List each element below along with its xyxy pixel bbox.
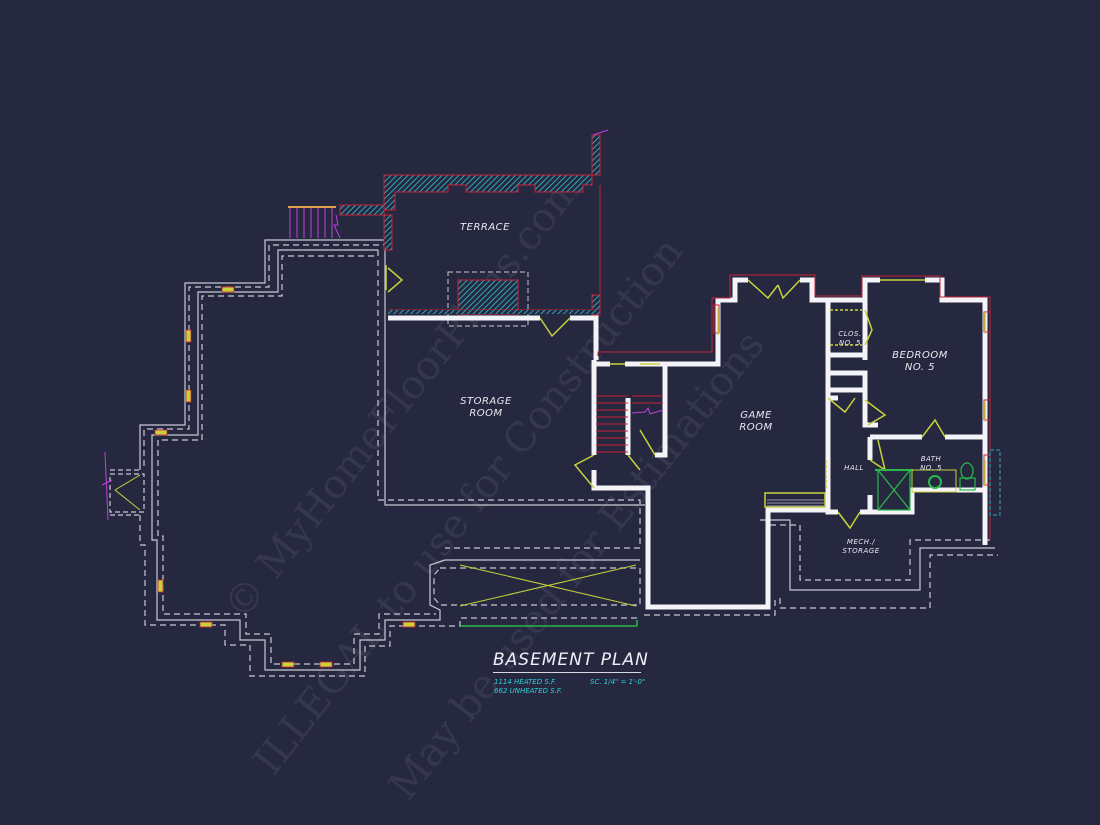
room-label-bedroom: BEDROOM NO. 5: [892, 350, 948, 373]
room-label-mech-storage: MECH./ STORAGE: [842, 538, 880, 555]
plan-title: BASEMENT PLAN: [493, 650, 649, 670]
foundation-outline: [109, 239, 998, 677]
game-room-exterior: [597, 274, 991, 540]
interior-walls: [388, 277, 988, 610]
terrace-walls: [339, 134, 601, 327]
room-label-terrace: TERRACE: [460, 222, 510, 233]
unexcavated-x: [114, 474, 637, 607]
heated-area: 1114 HEATED S.F.: [494, 678, 557, 686]
room-label-hall: HALL: [844, 464, 864, 472]
drawing-scale: SC. 1/4" = 1'-0": [590, 678, 646, 686]
title-underline: [493, 672, 641, 673]
windows: [385, 265, 986, 508]
bath-fixtures: [875, 462, 976, 511]
interior-stairs: [596, 395, 663, 453]
room-label-storage-room: STORAGE ROOM: [460, 396, 512, 419]
exterior-stairs: [101, 129, 609, 521]
room-label-game-room: GAME ROOM: [739, 410, 773, 433]
doors: [387, 267, 946, 530]
room-label-closet: CLOS. NO. 5: [838, 330, 862, 347]
foundation-windows: [154, 286, 416, 668]
unheated-area: 662 UNHEATED S.F.: [494, 687, 563, 695]
room-label-bath: BATH NO. 5: [920, 455, 942, 472]
